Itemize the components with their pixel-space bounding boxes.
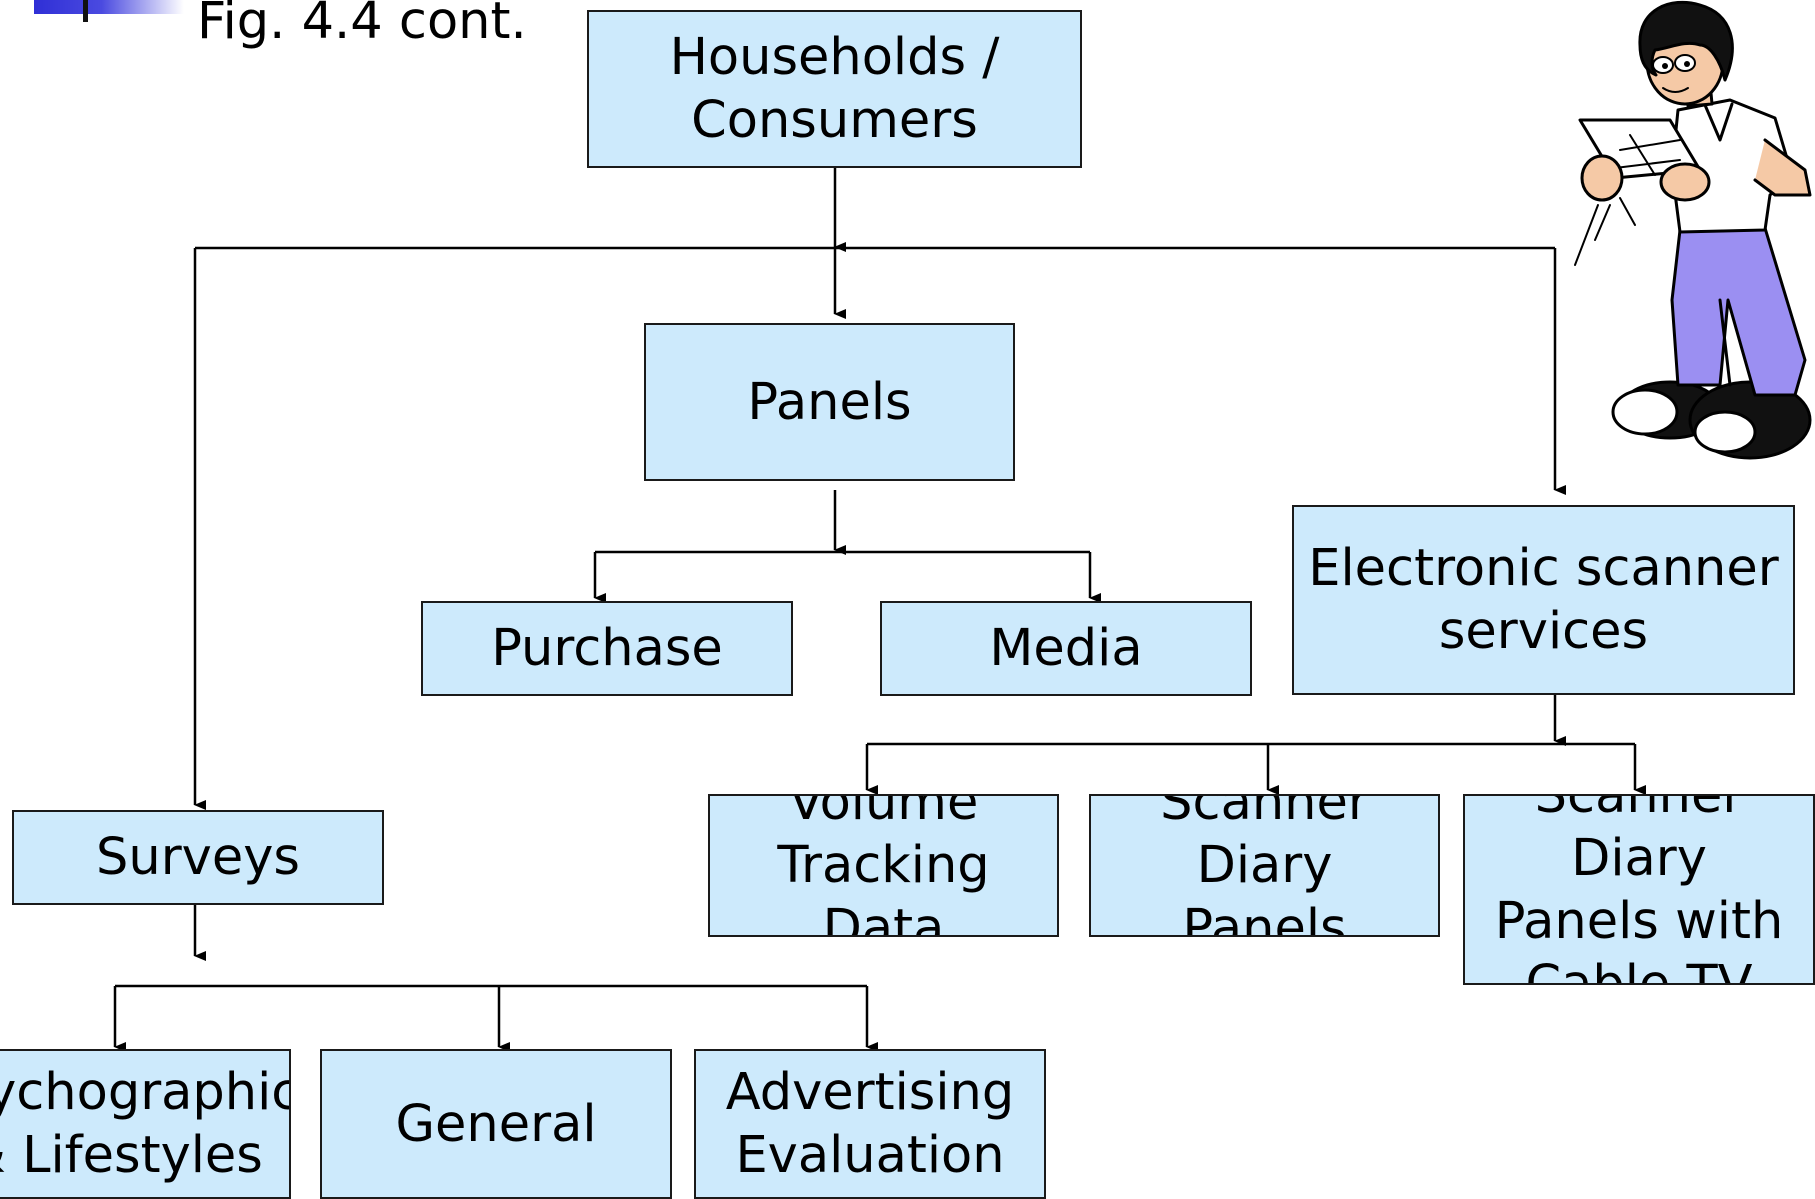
slide-bullet-bar: [34, 0, 184, 14]
node-advertising: Advertising Evaluation: [694, 1049, 1046, 1199]
node-purchase: Purchase: [421, 601, 793, 696]
node-psychographic: Psychographic & Lifestyles: [0, 1049, 291, 1199]
node-scanner-cable: Scanner Diary Panels with Cable TV: [1463, 794, 1815, 985]
figure-caption: Fig. 4.4 cont.: [197, 0, 527, 51]
node-media: Media: [880, 601, 1252, 696]
node-scanner-diary: Scanner Diary Panels: [1089, 794, 1440, 937]
node-households: Households / Consumers: [587, 10, 1082, 168]
node-electronic-scanner: Electronic scanner services: [1292, 505, 1795, 695]
node-surveys: Surveys: [12, 810, 384, 905]
node-volume-tracking: Volume Tracking Data: [708, 794, 1059, 937]
node-panels: Panels: [644, 323, 1015, 481]
slide-bullet-tick: [83, 0, 88, 22]
node-general: General: [320, 1049, 672, 1199]
cartoon-man-reading-icon: [1574, 0, 1812, 460]
